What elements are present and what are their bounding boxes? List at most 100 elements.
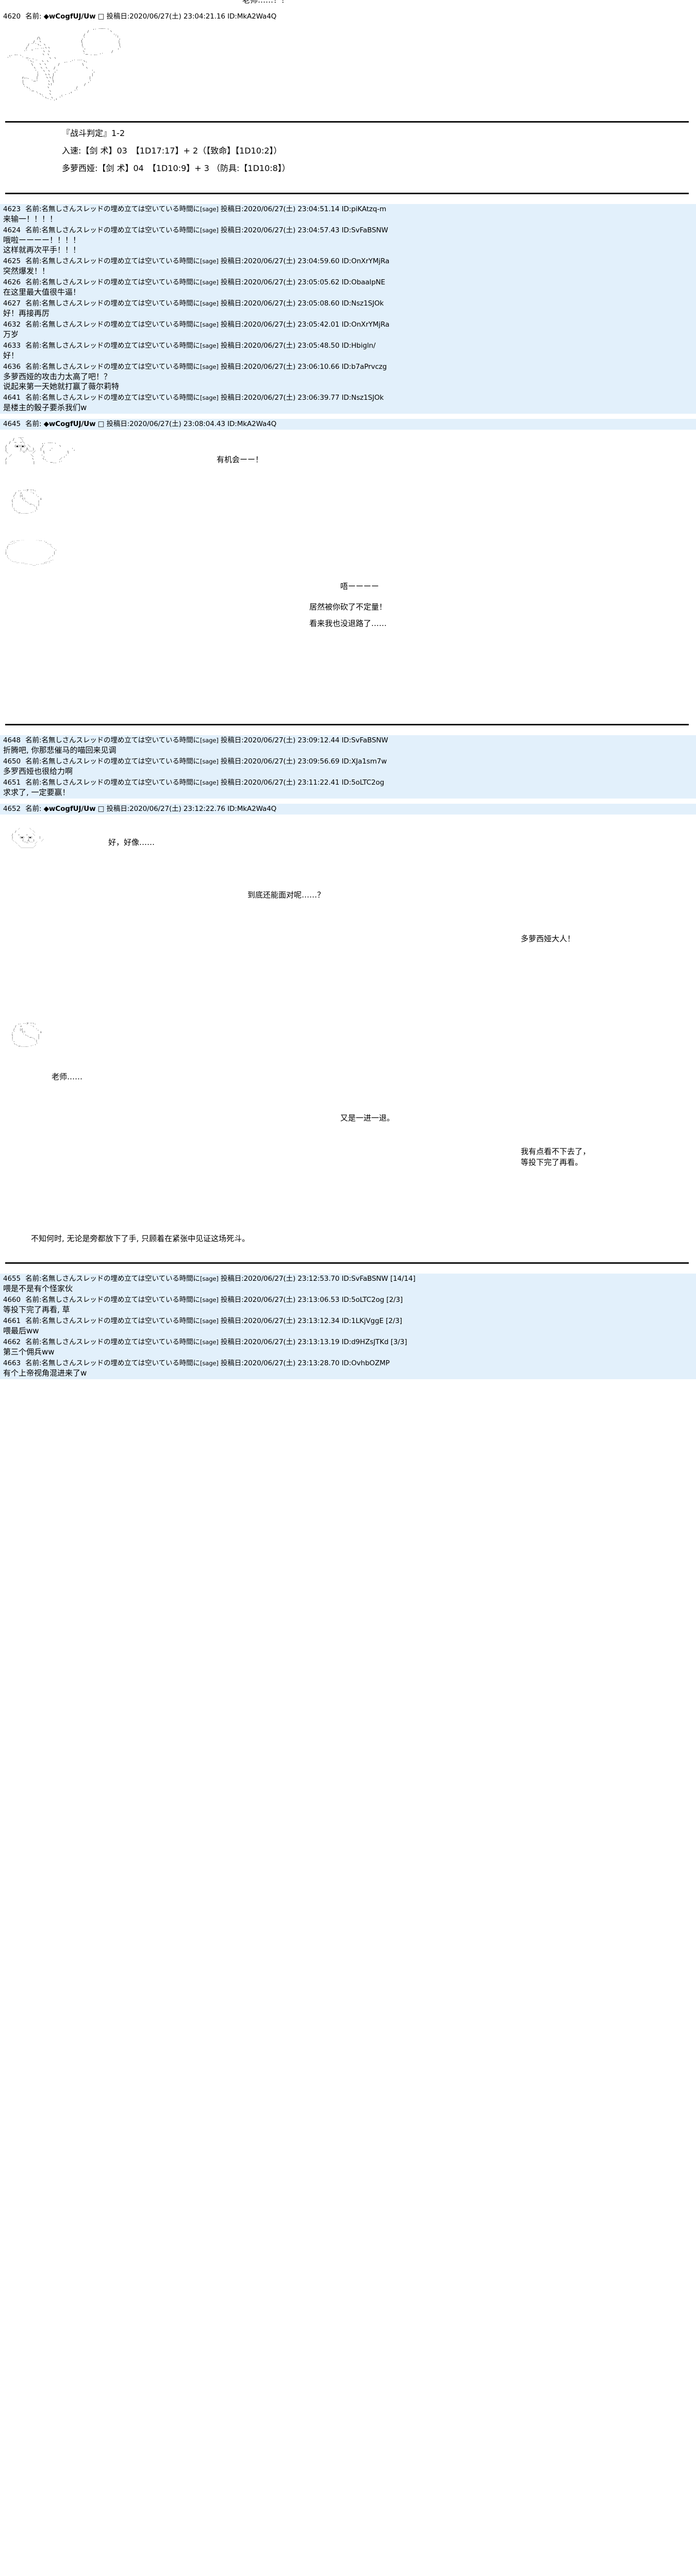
name-label: 名前 [25, 805, 39, 814]
ascii-art-illustration-1: ,. -――- 、 / ヽ / ':, /\ ,' ', [7, 27, 122, 103]
post-number[interactable]: 4663 [3, 1359, 21, 1368]
sage-tag: [sage] [200, 1275, 219, 1283]
post-id: ID:OnXrYMjRa [341, 320, 390, 329]
poster-name: 名無しさんスレッドの埋め立ては空いている時間に [41, 736, 200, 745]
post-4636: 4636 名前:名無しさんスレッドの埋め立ては空いている時間に[sage] 投稿… [0, 362, 696, 393]
post-number[interactable]: 4625 [3, 257, 21, 266]
post-id: ID:piKAtzq-m [341, 205, 387, 214]
name-label: 名前 [25, 1275, 39, 1283]
post-number[interactable]: 4650 [3, 757, 21, 766]
post-number[interactable]: 4624 [3, 226, 21, 235]
colon2: : [241, 394, 244, 402]
post-4661: 4661 名前:名無しさんスレッドの埋め立ては空いている時間に[sage] 投稿… [0, 1316, 696, 1337]
colon2: : [127, 12, 130, 21]
post-body: 有个上帝视角混进来了w [3, 1368, 87, 1378]
dialogue-face: 到底还能面对呢……？ [247, 890, 325, 900]
sage-tag: [sage] [200, 758, 219, 766]
date-label: 投稿日 [220, 278, 242, 287]
art-section-6: ,. -‐ァ'⌒ヽ、 / 〃 `ヽ / |{ ', ,' ヾ! i l `ヽ、 … [0, 1023, 696, 1208]
post-id: ID:d9HZsJTKd [3/3] [341, 1338, 407, 1347]
post-number[interactable]: 4633 [3, 342, 21, 350]
post-id: ID:Nsz1SJOk [341, 299, 384, 308]
name-label: 名前 [25, 778, 39, 787]
dialogue-noretreat: 看来我也没退路了…… [309, 619, 387, 629]
post-id: ID:XJa1sm7w [341, 757, 387, 766]
spacer [0, 1244, 696, 1258]
poster-name: ◆wCogfUJ/Uw [43, 420, 96, 429]
poster-name: 名無しさんスレッドの埋め立ては空いている時間に [41, 778, 200, 787]
sage-tag: [sage] [200, 1338, 219, 1346]
post-id: ID:OnXrYMjRa [341, 257, 390, 266]
colon: : [39, 320, 42, 329]
post-number[interactable]: 4645 [3, 420, 21, 429]
post-4626: 4626 名前:名無しさんスレッドの埋め立ては空いている時間に[sage] 投稿… [0, 277, 696, 299]
dialogue-chance: 有机会ーー！ [217, 455, 263, 465]
date-label: 投稿日 [220, 226, 242, 235]
post-number[interactable]: 4641 [3, 394, 21, 402]
date-label: 投稿日 [220, 394, 242, 402]
name-label: 名前 [25, 363, 39, 371]
spacer [0, 1268, 696, 1274]
post-number[interactable]: 4626 [3, 278, 21, 287]
post-date: 2020/06/27(土) 23:13:12.34 [243, 1317, 340, 1326]
post-number[interactable]: 4632 [3, 320, 21, 329]
post-number[interactable]: 4651 [3, 778, 21, 787]
sage-tag: [sage] [200, 1296, 219, 1304]
post-id: ID:MkA2Wa4Q [227, 805, 277, 814]
post-4660: 4660 名前:名無しさんスレッドの埋め立ては空いている時間に[sage] 投稿… [0, 1295, 696, 1316]
colon2: : [241, 257, 244, 266]
post-number[interactable]: 4662 [3, 1338, 21, 1347]
colon2: : [241, 1359, 244, 1368]
post-4641: 4641 名前:名無しさんスレッドの埋め立ては空いている時間に[sage] 投稿… [0, 393, 696, 414]
divider-rule [5, 193, 689, 195]
date-label: 投稿日 [220, 299, 242, 308]
sage-tag: [sage] [200, 737, 219, 744]
date-label: 投稿日 [220, 1275, 242, 1283]
post-body: 求求了, 一定要赢！ [3, 788, 70, 798]
colon: : [39, 1275, 42, 1283]
post-number[interactable]: 4636 [3, 363, 21, 371]
colon: : [39, 757, 42, 766]
post-date: 2020/06/27(土) 23:04:57.43 [243, 226, 340, 235]
post-id: ID:MkA2Wa4Q [227, 420, 277, 429]
colon2: : [127, 420, 130, 429]
colon: : [39, 1296, 42, 1304]
poster-name: 名無しさんスレッドの埋め立ては空いている時間に [41, 394, 200, 402]
post-body: 是楼主的骰子要杀我们w [3, 403, 87, 413]
post-body: 万岁 [3, 330, 19, 340]
post-number[interactable]: 4623 [3, 205, 21, 214]
spacer [0, 430, 696, 435]
post-4625: 4625 名前:名無しさんスレッドの埋め立ては空いている時間に[sage] 投稿… [0, 256, 696, 278]
post-number[interactable]: 4627 [3, 299, 21, 308]
post-body: 多萝西娅的攻击力太高了吧！？ 说起来第一天她就打赢了薇尔莉特 [3, 372, 120, 392]
post-id: ID:OvhbOZMP [341, 1359, 390, 1368]
divider-rule [5, 1262, 689, 1264]
colon: : [39, 1317, 42, 1326]
sage-tag: [sage] [200, 394, 219, 402]
post-number[interactable]: 4661 [3, 1317, 21, 1326]
poster-name: 名無しさんスレッドの埋め立ては空いている時間に [41, 320, 200, 329]
post-body: 哦啦ーーーー！！！！ 这样就再次平手！！！ [3, 235, 81, 255]
art-section-5: ／￣￣￣＼ / ＼ / ─ ─ ＼ | (●) (●) | ＼ (__人__) … [0, 828, 696, 998]
colon: : [39, 420, 44, 429]
post-number[interactable]: 4660 [3, 1296, 21, 1304]
post-number[interactable]: 4655 [3, 1275, 21, 1283]
post-number[interactable]: 4648 [3, 736, 21, 745]
date-label: 投稿日 [220, 1359, 242, 1368]
colon2: : [241, 342, 244, 350]
post-date: 2020/06/27(土) 23:04:59.60 [243, 257, 340, 266]
post-header: 4651 名前:名無しさんスレッドの埋め立ては空いている時間に[sage] 投稿… [3, 778, 693, 787]
date-label: 投稿日 [220, 342, 242, 350]
post-header: 4626 名前:名無しさんスレッドの埋め立ては空いている時間に[sage] 投稿… [3, 278, 693, 287]
date-label: 投稿日 [106, 805, 127, 814]
colon2: : [241, 363, 244, 371]
post-number[interactable]: 4652 [3, 805, 21, 814]
post-number[interactable]: 4620 [3, 12, 21, 21]
name-label: 名前 [25, 320, 39, 329]
colon2: : [241, 778, 244, 787]
colon: : [39, 226, 42, 235]
colon2: : [241, 1296, 244, 1304]
colon2: : [241, 278, 244, 287]
colon: : [39, 363, 42, 371]
narration-line: 不知何时, 无论是旁都放下了手, 只顾着在紧张中见证这场死斗。 [31, 1234, 250, 1244]
